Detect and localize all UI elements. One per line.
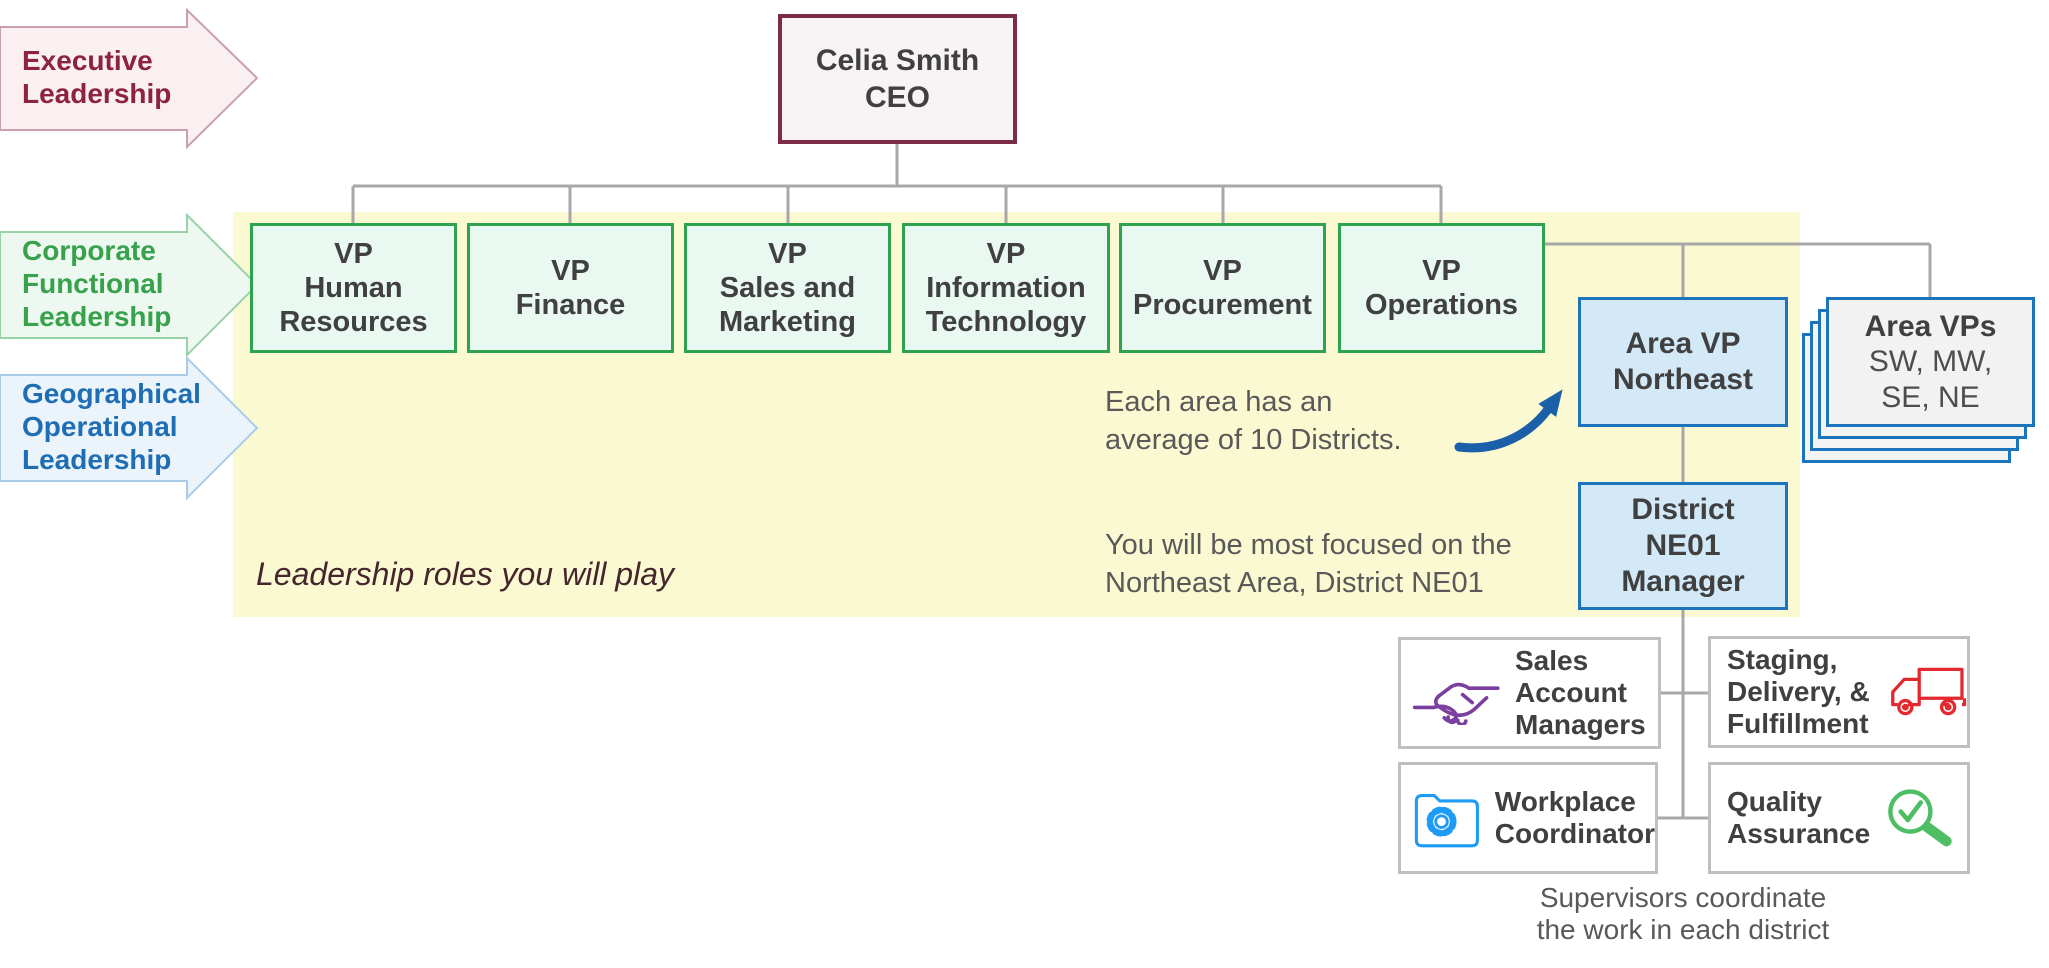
vp-label: VP Sales and Marketing xyxy=(719,237,856,339)
geographical-operational-leadership-label: Geographical Operational Leadership xyxy=(22,378,201,476)
folder-gear-icon xyxy=(1414,794,1479,848)
focus-note: You will be most focused on the Northeas… xyxy=(1105,529,1512,600)
ceo-label: Celia Smith CEO xyxy=(815,43,980,115)
left-banner-arrows xyxy=(0,7,259,501)
supervisors-caption: Supervisors coordinate the work in each … xyxy=(1536,882,1830,946)
staging-delivery-fulfillment-label: Staging, Delivery, & Fulfillment xyxy=(1727,644,1870,739)
vp-label: VP Human Resources xyxy=(279,237,428,339)
executive-leadership-label: Executive Leadership xyxy=(22,45,172,110)
area-vp-northeast-box: Area VP Northeast xyxy=(1578,297,1788,427)
vp-label: VP Information Technology xyxy=(925,237,1087,339)
area-vps-regions: SW, MW, SE, NE xyxy=(1868,345,1993,414)
executive-arrow-shape xyxy=(0,7,259,150)
sales-account-managers-box: Sales Account Managers xyxy=(1398,637,1661,749)
vp-box-human-resources: VP Human Resources xyxy=(250,223,457,353)
staging-delivery-fulfillment-box: Staging, Delivery, & Fulfillment xyxy=(1708,636,1970,748)
districts-average-note: Each area has an average of 10 Districts… xyxy=(1105,386,1402,457)
ceo-box: Celia Smith CEO xyxy=(778,14,1017,144)
sales-account-managers-label: Sales Account Managers xyxy=(1515,645,1646,740)
vp-box-operations: VP Operations xyxy=(1338,223,1545,353)
quality-assurance-label: Quality Assurance xyxy=(1727,786,1871,849)
area-vps-stack-front-card: Area VPs SW, MW, SE, NE xyxy=(1826,297,2035,427)
vp-label: VP Finance xyxy=(515,254,626,321)
area-vp-northeast-label: Area VP Northeast xyxy=(1612,327,1754,396)
vp-label: VP Operations xyxy=(1364,254,1519,321)
vp-box-finance: VP Finance xyxy=(467,223,674,353)
vp-label: VP Procurement xyxy=(1133,254,1312,321)
curved-arrow-annotation xyxy=(1454,389,1563,453)
magnifier-check-icon xyxy=(1888,789,1952,847)
district-ne01-manager-label: District NE01 Manager xyxy=(1621,493,1745,598)
geographical-arrow-shape xyxy=(0,355,259,501)
area-vps-title: Area VPs xyxy=(1864,309,1997,343)
corporate-functional-leadership-label: Corporate Functional Leadership xyxy=(22,235,172,333)
workplace-coordinator-box: Workplace Coordinator xyxy=(1398,762,1658,874)
vp-box-information-technology: VP Information Technology xyxy=(902,223,1110,353)
quality-assurance-box: Quality Assurance xyxy=(1708,762,1970,874)
handshake-icon xyxy=(1412,682,1500,725)
delivery-truck-icon xyxy=(1891,667,1967,716)
corporate-arrow-shape xyxy=(0,212,259,358)
vp-box-procurement: VP Procurement xyxy=(1119,223,1326,353)
vp-box-sales-marketing: VP Sales and Marketing xyxy=(684,223,891,353)
district-ne01-manager-box: District NE01 Manager xyxy=(1578,482,1788,610)
workplace-coordinator-label: Workplace Coordinator xyxy=(1494,786,1655,849)
yellow-region-caption: Leadership roles you will play xyxy=(256,556,674,592)
